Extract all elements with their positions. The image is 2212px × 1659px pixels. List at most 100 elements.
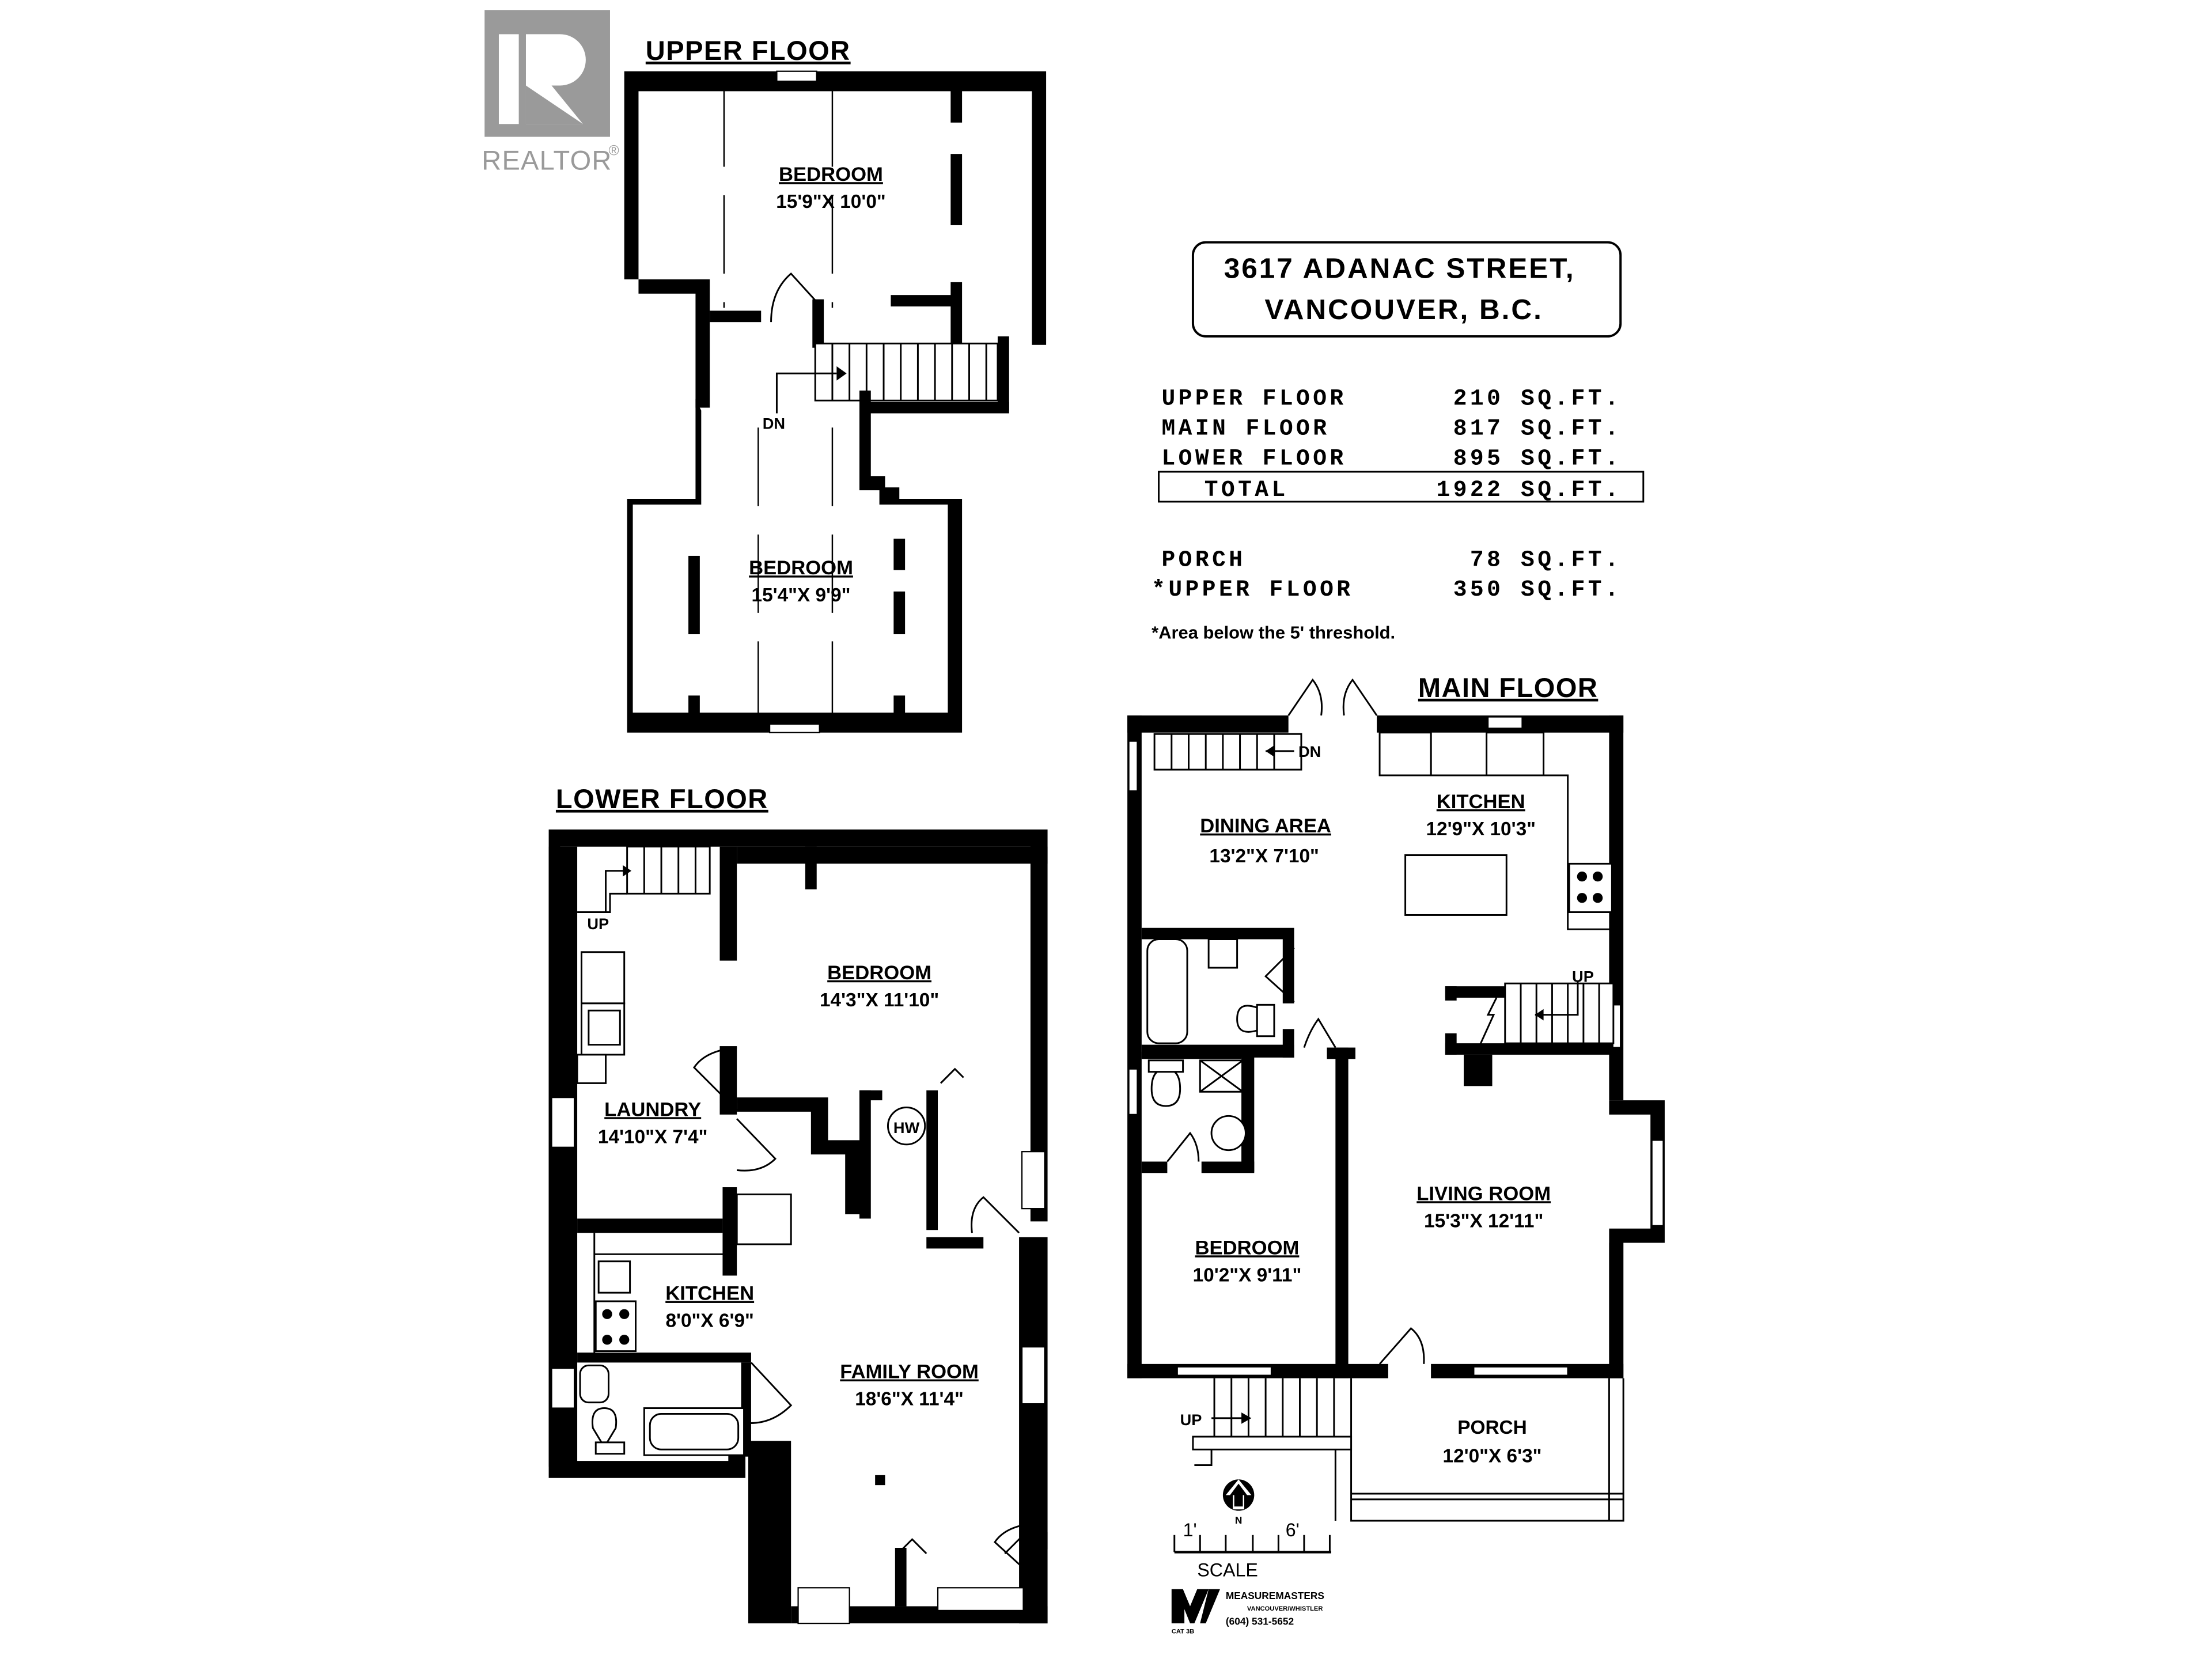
svg-text:12'9"X 10'3": 12'9"X 10'3" <box>1426 819 1536 840</box>
stair-dn-label: DN <box>1298 743 1321 760</box>
svg-text:KITCHEN: KITCHEN <box>1437 791 1525 813</box>
lower-floor-plan: LOWER FLOOR <box>548 783 1048 1624</box>
window <box>768 723 820 733</box>
svg-text:SQ.FT.: SQ.FT. <box>1521 577 1622 603</box>
svg-text:DINING AREA: DINING AREA <box>1200 815 1331 837</box>
svg-text:MAIN FLOOR: MAIN FLOOR <box>1161 416 1330 442</box>
main-stairs-down: DN <box>1153 733 1321 771</box>
hot-water-tank <box>887 1106 926 1146</box>
total-value: 1922 <box>1437 477 1504 503</box>
svg-text:10'2"X 9'11": 10'2"X 9'11" <box>1193 1264 1302 1286</box>
room-name: BEDROOM <box>749 557 853 579</box>
svg-text:210: 210 <box>1453 386 1504 412</box>
arrow-left-icon <box>1266 745 1274 757</box>
stair-dn-label: DN <box>763 415 785 433</box>
svg-text:PORCH: PORCH <box>1161 547 1245 573</box>
svg-text:6': 6' <box>1286 1520 1300 1540</box>
room-dims: 15'9"X 10'0" <box>776 191 886 213</box>
svg-text:14'10"X 7'4": 14'10"X 7'4" <box>598 1126 708 1147</box>
address-box: 3617 ADANAC STREET, VANCOUVER, B.C. <box>1191 241 1622 338</box>
hot-water-label: HW <box>893 1119 920 1137</box>
svg-text:13'2"X 7'10": 13'2"X 7'10" <box>1209 846 1319 867</box>
main-stairs-up: UP <box>1445 968 1615 1086</box>
lower-floor-title: LOWER FLOOR <box>556 783 768 814</box>
svg-text:SQ.FT.: SQ.FT. <box>1521 446 1622 472</box>
fridge <box>736 1193 792 1245</box>
toilet <box>1236 1005 1258 1033</box>
svg-text:1': 1' <box>1183 1520 1197 1540</box>
svg-text:PORCH: PORCH <box>1457 1417 1527 1438</box>
kitchen-island <box>1404 854 1508 916</box>
svg-text:KITCHEN: KITCHEN <box>665 1282 754 1304</box>
svg-text:78: 78 <box>1470 547 1503 573</box>
svg-text:LIVING ROOM: LIVING ROOM <box>1416 1183 1551 1205</box>
svg-text:(604) 531-5652: (604) 531-5652 <box>1226 1616 1294 1627</box>
upper-stairs: DN <box>763 342 999 433</box>
shower <box>1199 1059 1244 1093</box>
area-summary-table: UPPER FLOOR 210 SQ.FT. MAIN FLOOR 817 SQ… <box>1152 386 1645 642</box>
address-line-1: 3617 ADANAC STREET, <box>1224 252 1575 284</box>
upper-floor-plan: UPPER FLOOR DN <box>624 35 1047 733</box>
svg-text:BEDROOM: BEDROOM <box>827 962 931 984</box>
svg-text:N: N <box>1235 1514 1243 1526</box>
porch: UP <box>1180 1378 1624 1522</box>
main-floor-plan: MAIN FLOOR DN <box>1127 672 1665 1522</box>
bathroom-sink <box>1207 938 1238 969</box>
room-name: BEDROOM <box>779 164 883 185</box>
scale-bar: 1' 6' SCALE <box>1173 1520 1331 1580</box>
corner-sink <box>1210 1115 1247 1152</box>
toilet <box>1150 1068 1181 1107</box>
svg-text:18'6"X 11'4": 18'6"X 11'4" <box>855 1389 964 1410</box>
svg-text:BEDROOM: BEDROOM <box>1195 1237 1300 1259</box>
upper-floor-title: UPPER FLOOR <box>646 35 851 66</box>
svg-text:*UPPER FLOOR: *UPPER FLOOR <box>1152 577 1353 603</box>
svg-text:895: 895 <box>1453 446 1504 472</box>
svg-text:8'0"X 6'9": 8'0"X 6'9" <box>665 1310 753 1332</box>
kitchen-sink <box>1486 732 1545 777</box>
svg-text:LOWER FLOOR: LOWER FLOOR <box>1161 446 1346 472</box>
realtor-logo: REALTOR ® <box>482 10 619 175</box>
window <box>776 70 817 82</box>
svg-text:817: 817 <box>1453 416 1504 442</box>
svg-text:SQ.FT.: SQ.FT. <box>1521 416 1622 442</box>
arrow-right-icon <box>1241 1412 1252 1424</box>
total-label: TOTAL <box>1205 477 1289 503</box>
svg-text:FAMILY ROOM: FAMILY ROOM <box>840 1361 978 1383</box>
stove <box>1568 862 1613 913</box>
svg-text:14'3"X 11'10": 14'3"X 11'10" <box>820 990 939 1011</box>
svg-text:12'0"X 6'3": 12'0"X 6'3" <box>1443 1446 1542 1467</box>
stove <box>594 1300 637 1353</box>
realtor-wordmark: REALTOR <box>482 145 612 175</box>
kitchen-sink <box>597 1260 631 1294</box>
svg-text:LAUNDRY: LAUNDRY <box>604 1099 701 1120</box>
svg-text:®: ® <box>608 143 619 159</box>
bathroom-sink <box>579 1364 609 1404</box>
laundry-sink <box>576 1054 607 1084</box>
scale-label: SCALE <box>1197 1559 1257 1580</box>
address-line-2: VANCOUVER, B.C. <box>1264 294 1543 325</box>
arrow-left-icon <box>1535 1009 1544 1021</box>
washer <box>581 951 626 1005</box>
svg-text:SQ.FT.: SQ.FT. <box>1521 477 1622 503</box>
north-arrow: N <box>1222 1479 1255 1526</box>
lower-stairs: UP <box>577 846 711 933</box>
post <box>875 1475 885 1486</box>
svg-text:SQ.FT.: SQ.FT. <box>1521 386 1622 412</box>
measurer-logo-mark-icon <box>1171 1589 1209 1624</box>
arrow-right-icon <box>623 865 632 877</box>
toilet <box>592 1407 618 1444</box>
stair-up-label: UP <box>587 915 609 933</box>
svg-text:UPPER FLOOR: UPPER FLOOR <box>1161 386 1346 412</box>
fridge <box>1378 732 1432 777</box>
footnote: *Area below the 5' threshold. <box>1152 622 1395 642</box>
arrow-right-icon <box>836 366 847 381</box>
porch-stair-up-label: UP <box>1180 1411 1202 1429</box>
svg-text:VANCOUVER/WHISTLER: VANCOUVER/WHISTLER <box>1247 1605 1323 1612</box>
svg-text:15'3"X 12'11": 15'3"X 12'11" <box>1424 1210 1543 1232</box>
measurer-logo: MEASUREMASTERS VANCOUVER/WHISTLER (604) … <box>1172 1589 1324 1635</box>
total-row-box <box>1158 471 1645 503</box>
svg-text:350: 350 <box>1453 577 1504 603</box>
stair-up-label: UP <box>1572 968 1594 986</box>
room-dims: 15'4"X 9'9" <box>752 585 851 606</box>
